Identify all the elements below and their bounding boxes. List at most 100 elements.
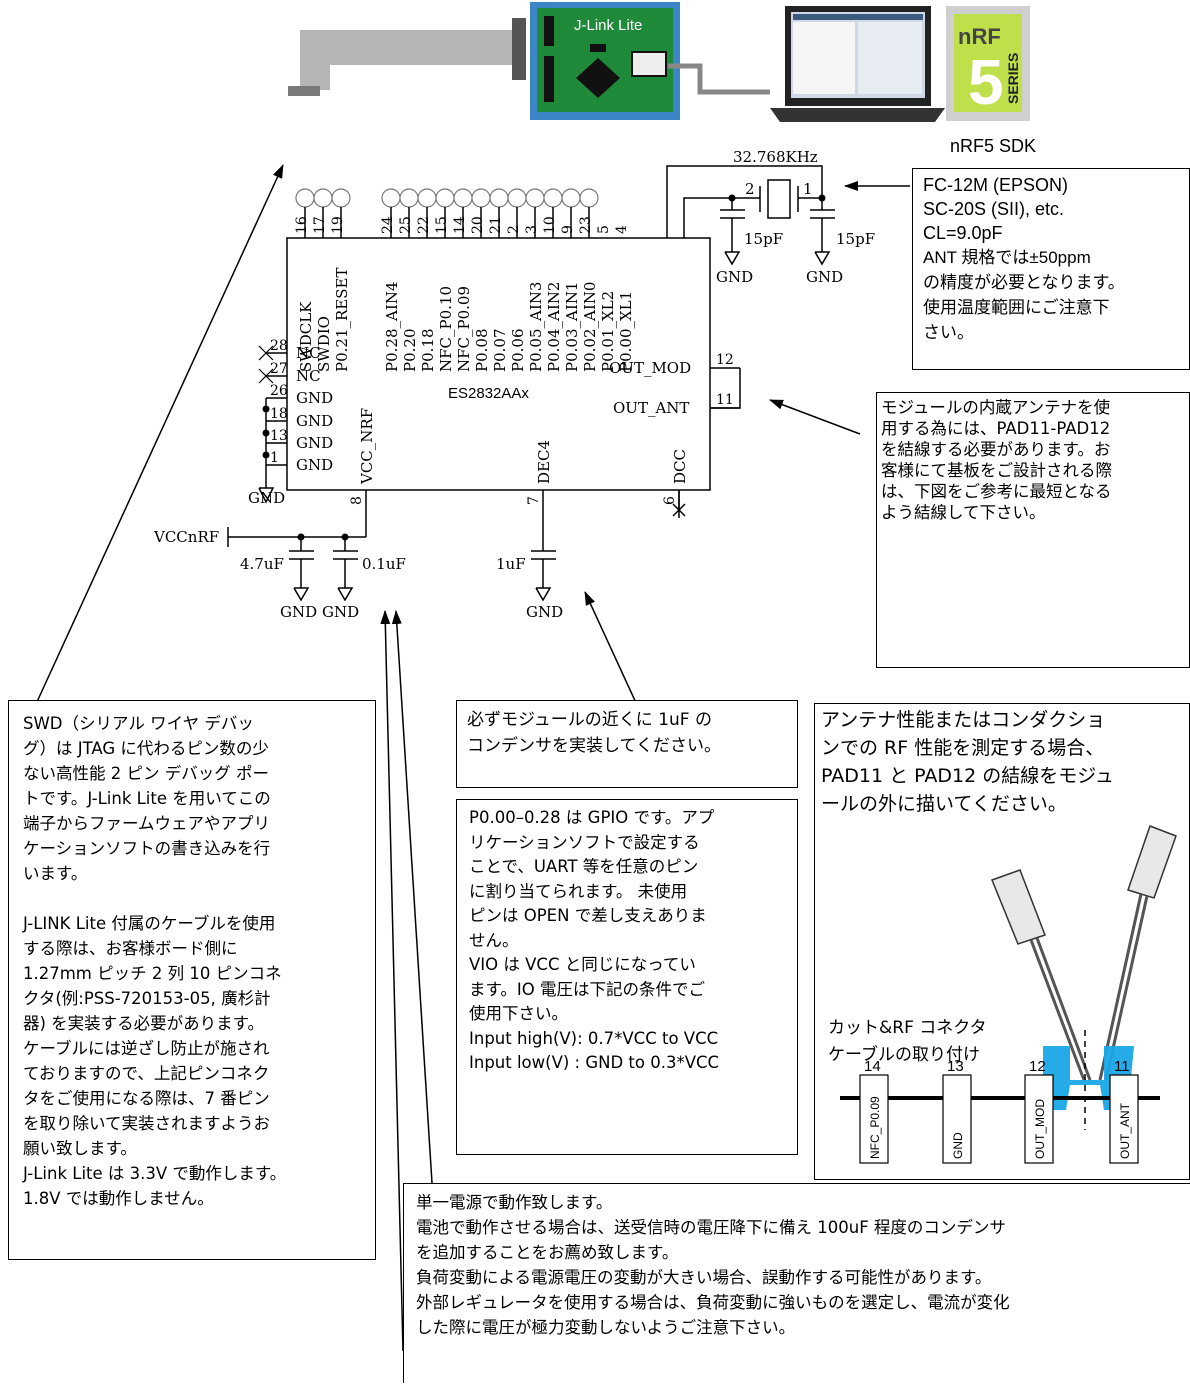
cap-15pf-right: 15pF xyxy=(836,230,875,248)
pin-number-17: 17 xyxy=(312,216,328,234)
pin-number-8: 8 xyxy=(349,496,365,505)
pin-number-12: 12 xyxy=(716,352,734,368)
pad-label-13: GND xyxy=(951,1132,965,1159)
pad-number-12: 12 xyxy=(1029,1058,1046,1075)
pin-label-17: SWDIO xyxy=(315,316,333,372)
cap-15pf-left: 15pF xyxy=(744,230,783,248)
pin-number-11: 11 xyxy=(716,392,734,408)
antenna-note: モジュールの内蔵アンテナを使 用する為には、PAD11-PAD12 を結線する必… xyxy=(876,392,1190,668)
pin-number-3: 3 xyxy=(524,225,540,234)
right-pin-11: 11 OUT_ANT xyxy=(613,392,740,417)
pin-number-23: 23 xyxy=(578,216,594,234)
pad-number-14: 14 xyxy=(864,1058,881,1075)
jlink-label: J-Link Lite xyxy=(574,17,642,34)
pad-number-13: 13 xyxy=(947,1058,964,1075)
pin-number-2: 2 xyxy=(506,225,522,234)
right-pin-12: 12 OUT_MOD xyxy=(609,352,740,377)
debug-cable xyxy=(288,18,526,96)
pad11-pad12-link xyxy=(710,368,741,409)
pin-number-22: 22 xyxy=(416,216,432,234)
pin-number-10: 10 xyxy=(542,216,558,234)
arrow-power-left xyxy=(380,610,404,1352)
gnd-label-vcc-b: GND xyxy=(322,603,359,621)
pin-label-3: P0.05_AIN3 xyxy=(527,282,545,372)
pin-label-23: P0.02_AIN0 xyxy=(581,282,599,372)
nrf-logo-number: 5 xyxy=(968,46,1004,118)
cap-1uf: 1uF xyxy=(496,555,526,573)
pad-number-11: 11 xyxy=(1114,1058,1130,1075)
swd-note: SWD（シリアル ワイヤ デバッ グ）は JTAG に代わるピン数の少 ない高性… xyxy=(8,700,376,1260)
pin-number-18: 18 xyxy=(270,406,288,422)
usb-cable xyxy=(668,63,770,95)
pin-label-19: P0.21_RESET xyxy=(333,268,351,372)
pin-label-15: NFC_P0.10 xyxy=(437,286,455,372)
pin-number-19: 19 xyxy=(330,216,346,234)
rf-note: アンテナ性能またはコンダクショ ンでの RF 性能を測定する場合、 PAD11 … xyxy=(814,703,1190,1180)
pin-label-9: P0.03_AIN1 xyxy=(563,282,581,372)
pin-number-9: 9 xyxy=(560,225,576,234)
top-pin-9: 9P0.03_AIN1 xyxy=(560,188,581,372)
cap-4-7uf: 4.7uF xyxy=(240,555,284,573)
power-circuit xyxy=(227,490,686,602)
pin-label-27: NC xyxy=(296,367,321,385)
pin-number-16: 16 xyxy=(294,216,310,234)
nrf-logo-series: SERIES xyxy=(1005,53,1021,104)
pin-label-12: OUT_MOD xyxy=(609,359,691,377)
pin-number-15: 15 xyxy=(434,216,450,234)
pin-label-26: GND xyxy=(296,389,333,407)
power-note-text: 単一電源で動作致します。 電池で動作させる場合は、送受信時の電圧降下に備え 10… xyxy=(416,1193,1010,1337)
pin-label-10: P0.04_AIN2 xyxy=(545,282,563,372)
power-note: 単一電源で動作致します。 電池で動作させる場合は、送受信時の電圧降下に備え 10… xyxy=(403,1183,1190,1383)
top-pin-5: 5P0.01_XL2 xyxy=(596,225,617,372)
pin-number-28: 28 xyxy=(270,338,288,354)
rf-cut-label: カット&RF コネクタ ケーブルの取り付け xyxy=(828,1018,987,1065)
pin-number-26: 26 xyxy=(270,383,288,399)
crystal-note: FC-12M (EPSON) SC-20S (SII), etc. CL=9.0… xyxy=(912,168,1190,370)
nrf5-series-logo: nRF 5 SERIES xyxy=(946,6,1030,121)
gnd-label-vcc-a: GND xyxy=(280,603,317,621)
pin-label-4: P0.00_XL1 xyxy=(617,291,635,372)
pad-label-14: NFC_P0.09 xyxy=(868,1096,882,1159)
rf-note-text: アンテナ性能またはコンダクショ ンでの RF 性能を測定する場合、 PAD11 … xyxy=(821,709,1114,815)
vcc-label: VCCnRF xyxy=(153,528,219,546)
pin-label-6: DCC xyxy=(671,449,689,484)
pin-number-6: 6 xyxy=(662,496,678,505)
pin-label-25: P0.20 xyxy=(401,329,419,373)
pin-label-20: P0.08 xyxy=(473,329,491,373)
crystal-pin-1: 1 xyxy=(803,180,813,198)
crystal-pin-2: 2 xyxy=(745,180,755,198)
top-pin-3: 3P0.05_AIN3 xyxy=(524,188,545,372)
arrow-power-right xyxy=(391,610,433,1184)
pin-label-5: P0.01_XL2 xyxy=(599,291,617,372)
jlink-lite-board: J-Link Lite xyxy=(530,2,680,120)
crystal-note-detail: ANT 規格では±50ppm の精度が必要となります。 使用温度範囲にご注意下 … xyxy=(923,248,1125,342)
pin-number-20: 20 xyxy=(470,216,486,234)
pin-label-24: P0.28_AIN4 xyxy=(383,282,401,372)
arrow-swd xyxy=(35,164,284,705)
module-name: ES2832AAx xyxy=(448,385,529,402)
gnd-label-xtal-right: GND xyxy=(806,268,843,286)
pin-number-1: 1 xyxy=(270,450,279,466)
arrow-antenna xyxy=(769,399,861,435)
pin-label-11: OUT_ANT xyxy=(613,399,689,417)
pad-label-11: OUT_ANT xyxy=(1118,1102,1132,1159)
left-pin-26: 26 GND xyxy=(266,383,333,407)
pin-label-14: NFC_P0.09 xyxy=(455,286,473,372)
